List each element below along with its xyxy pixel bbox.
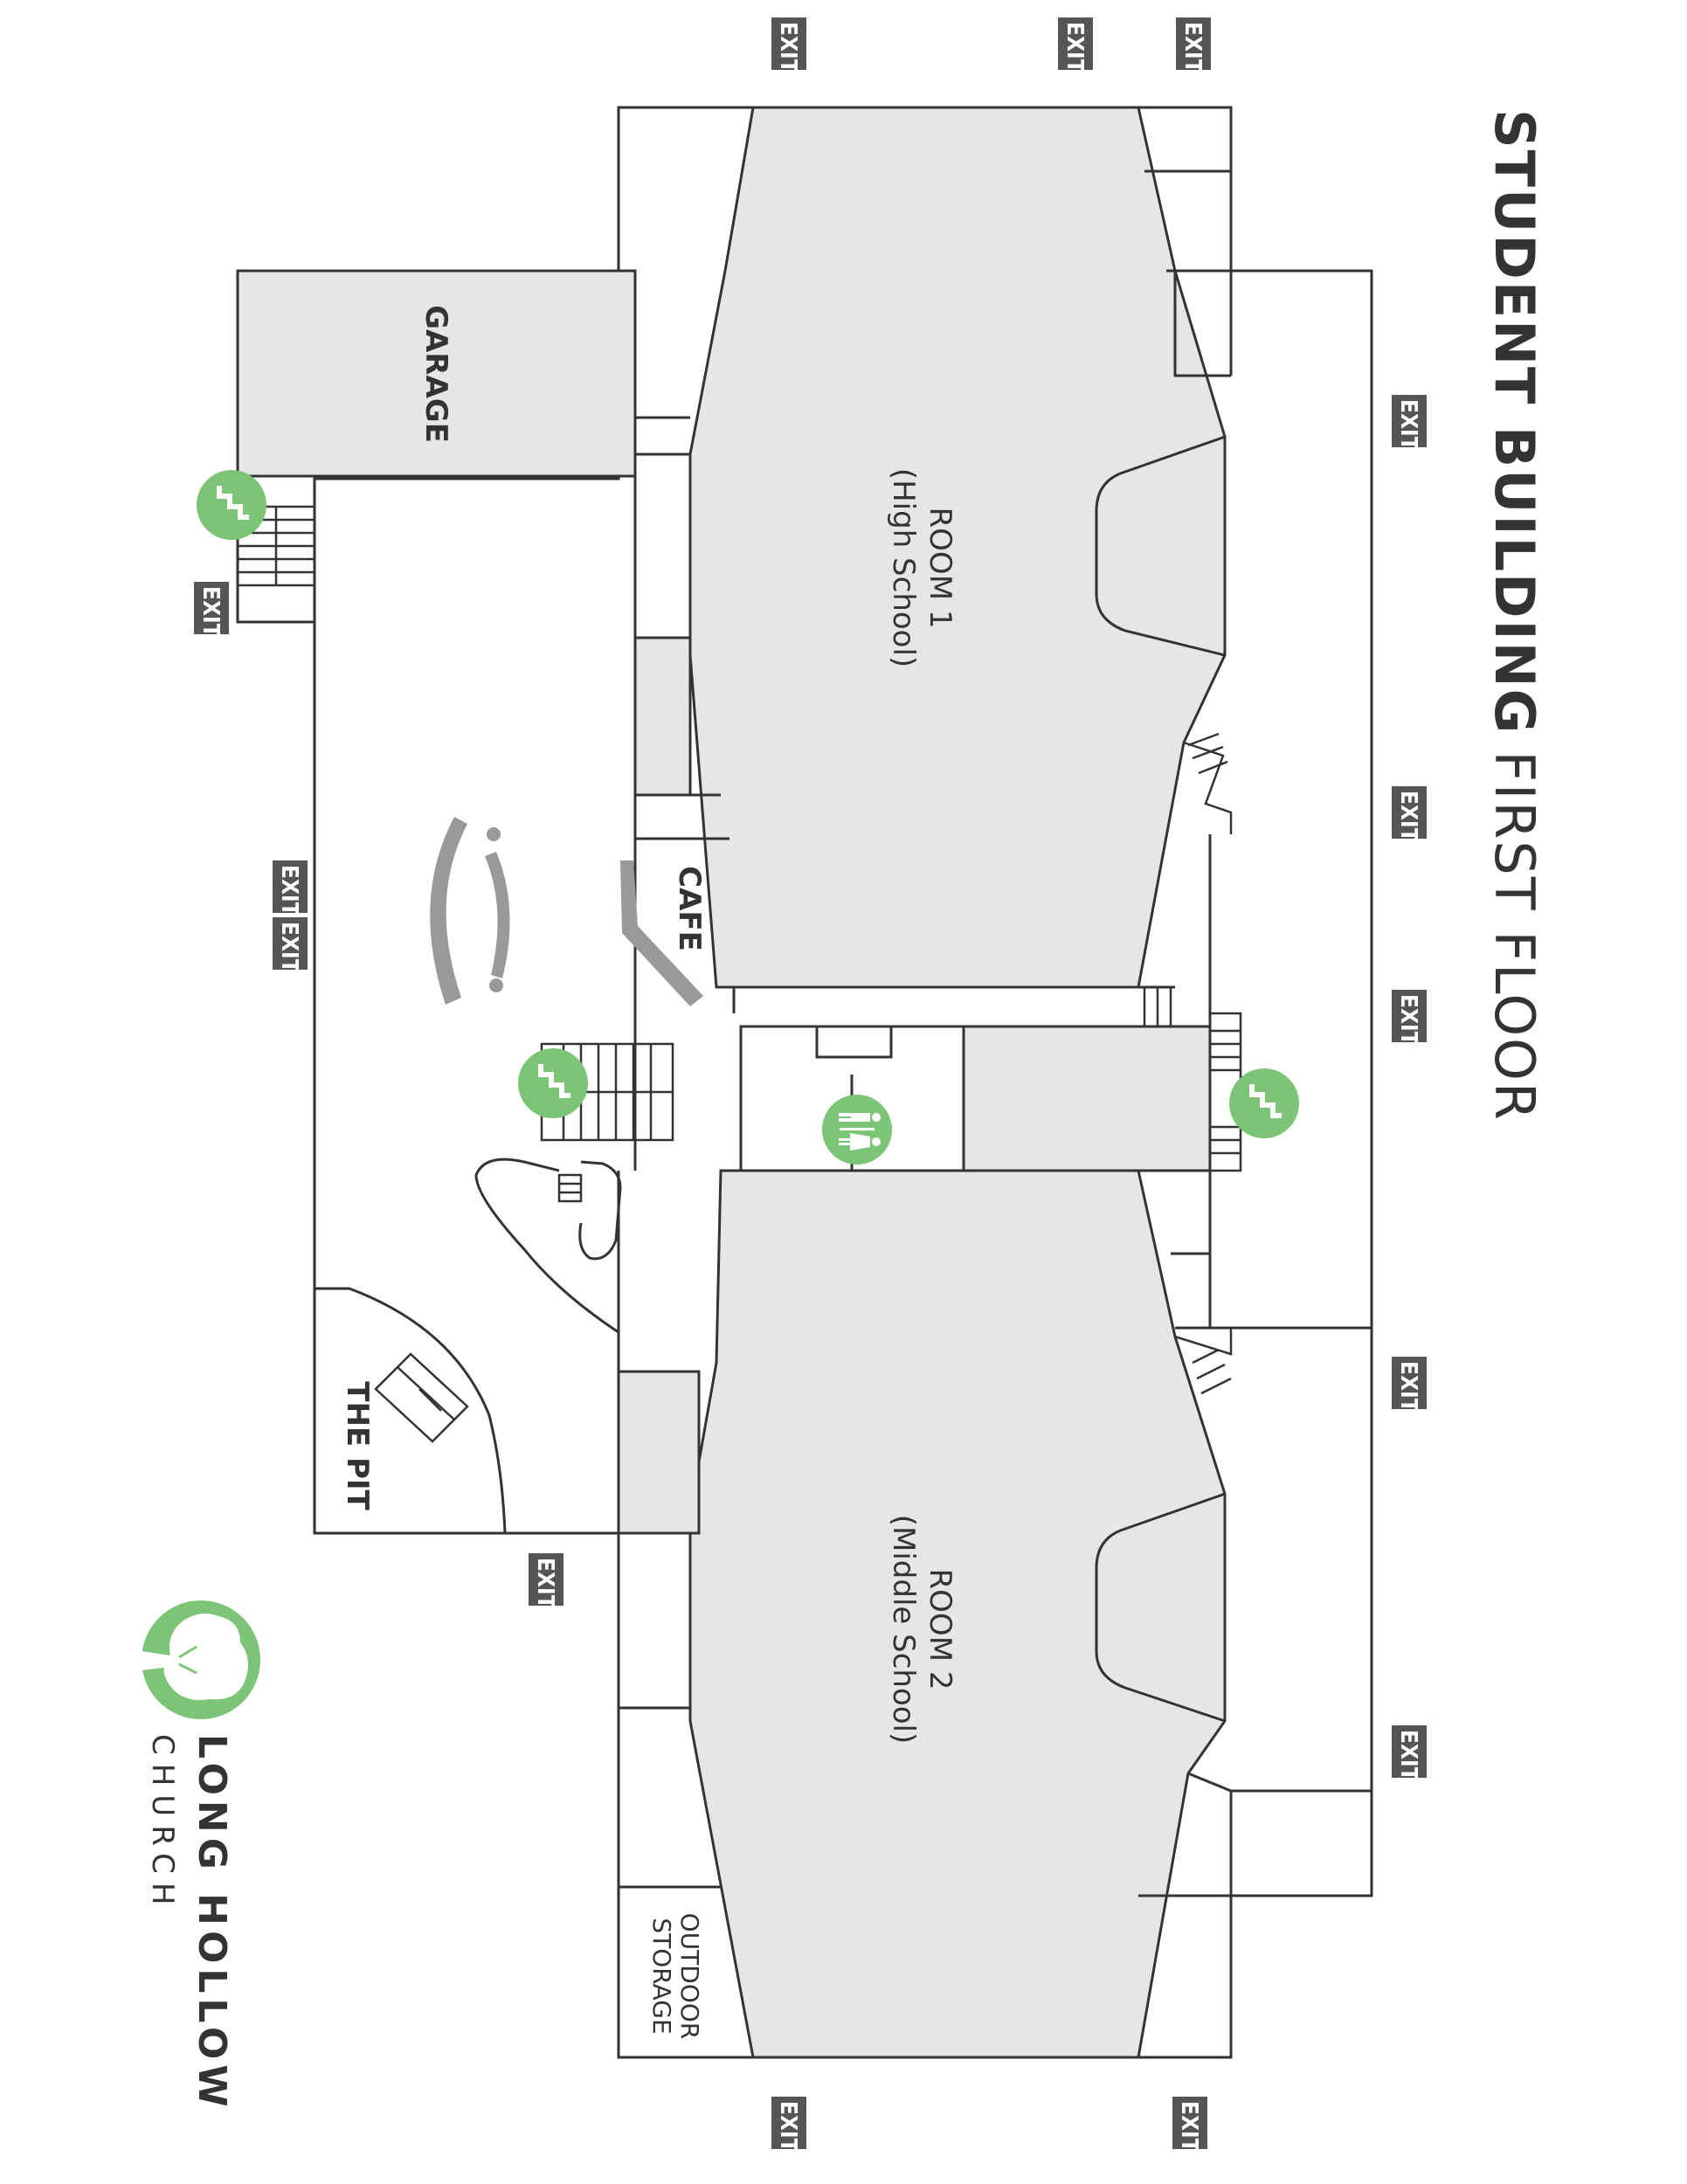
svg-text:EXIT: EXIT (775, 2101, 801, 2153)
stairs-icon (518, 1048, 588, 1118)
svg-text:STORAGE: STORAGE (647, 1918, 676, 2034)
svg-text:GARAGE: GARAGE (418, 305, 453, 443)
central-core (540, 985, 1242, 1172)
svg-text:ROOM 1: ROOM 1 (923, 508, 958, 629)
svg-text:EXIT: EXIT (1061, 22, 1088, 73)
svg-text:EXIT: EXIT (775, 22, 801, 73)
title-bold: STUDENT BUILDING (1483, 109, 1546, 735)
the-pit-label: THE PIT (340, 1381, 375, 1510)
church-logo: LONG HOLLOW CHURCH (142, 1600, 260, 2112)
exit-sign: EXIT (771, 17, 806, 73)
logo-line2: CHURCH (145, 1734, 180, 1913)
svg-text:EXIT: EXIT (1176, 2101, 1202, 2153)
svg-text:EXIT: EXIT (532, 1558, 558, 1609)
outdoor-storage (619, 1885, 753, 2059)
room2-label: ROOM 2 (Middle School) (886, 1515, 958, 1745)
map-title: STUDENT BUILDING FIRST FLOOR (1483, 109, 1546, 1122)
lobby-seating (474, 1158, 622, 1334)
svg-text:OUTDOOR: OUTDOOR (675, 1913, 704, 2040)
exit-sign: EXIT (1392, 1357, 1427, 1413)
garage-room (236, 269, 637, 478)
exit-sign: EXIT (1392, 1725, 1427, 1781)
cafe-label: CAFE (672, 866, 707, 951)
room1-label: ROOM 1 (High School) (886, 468, 958, 667)
outdoor-storage-label: OUTDOOR STORAGE (647, 1913, 704, 2040)
svg-text:(Middle School): (Middle School) (886, 1515, 921, 1745)
stairs-icon (197, 470, 266, 540)
svg-text:ROOM 2: ROOM 2 (923, 1569, 958, 1690)
exit-sign: EXIT (273, 917, 308, 973)
exit-sign: EXIT (1058, 17, 1093, 73)
svg-text:EXIT: EXIT (1395, 994, 1421, 1046)
svg-text:EXIT: EXIT (1395, 791, 1421, 842)
svg-text:EXIT: EXIT (197, 586, 224, 638)
exit-sign: EXIT (194, 582, 229, 638)
svg-text:STUDENT BUILDINGFIRST FLOOR: STUDENT BUILDING FIRST FLOOR (1483, 109, 1546, 1122)
svg-text:EXIT: EXIT (1395, 1361, 1421, 1413)
svg-text:EXIT: EXIT (1179, 22, 1206, 73)
stairs-icons (197, 470, 1299, 1138)
garage-label: GARAGE (418, 305, 453, 443)
room-2 (617, 1169, 1372, 2059)
exit-sign: EXIT (1392, 395, 1427, 451)
restroom-icon (822, 1095, 892, 1165)
lobby-counters (430, 817, 703, 1006)
exit-sign: EXIT (1392, 990, 1427, 1046)
svg-text:CAFE: CAFE (672, 866, 707, 951)
svg-text:(High School): (High School) (886, 468, 921, 667)
svg-text:EXIT: EXIT (276, 922, 302, 973)
exit-sign: EXIT (1176, 17, 1211, 73)
title-light: FIRST FLOOR (1483, 750, 1546, 1122)
the-pit (315, 1287, 507, 1534)
garage-stairs (236, 505, 316, 587)
exit-sign: EXIT (529, 1553, 563, 1609)
stairs-icon (1229, 1068, 1299, 1138)
exit-sign: EXIT (1392, 786, 1427, 842)
exit-sign: EXIT (771, 2097, 806, 2153)
tree-logo-icon (142, 1600, 260, 1719)
logo-line1: LONG HOLLOW (190, 1734, 234, 2112)
exit-sign: EXIT (1172, 2097, 1207, 2153)
building-walls (236, 106, 1373, 2059)
svg-text:THE PIT: THE PIT (340, 1381, 375, 1510)
room-1 (633, 106, 1233, 989)
svg-text:EXIT: EXIT (1395, 399, 1421, 451)
svg-text:EXIT: EXIT (1395, 1730, 1421, 1781)
exit-signs: EXIT EXIT EXIT EXIT EXIT EXIT EXIT EXIT … (194, 17, 1427, 2153)
svg-text:EXIT: EXIT (276, 865, 302, 916)
exit-sign: EXIT (273, 860, 308, 916)
